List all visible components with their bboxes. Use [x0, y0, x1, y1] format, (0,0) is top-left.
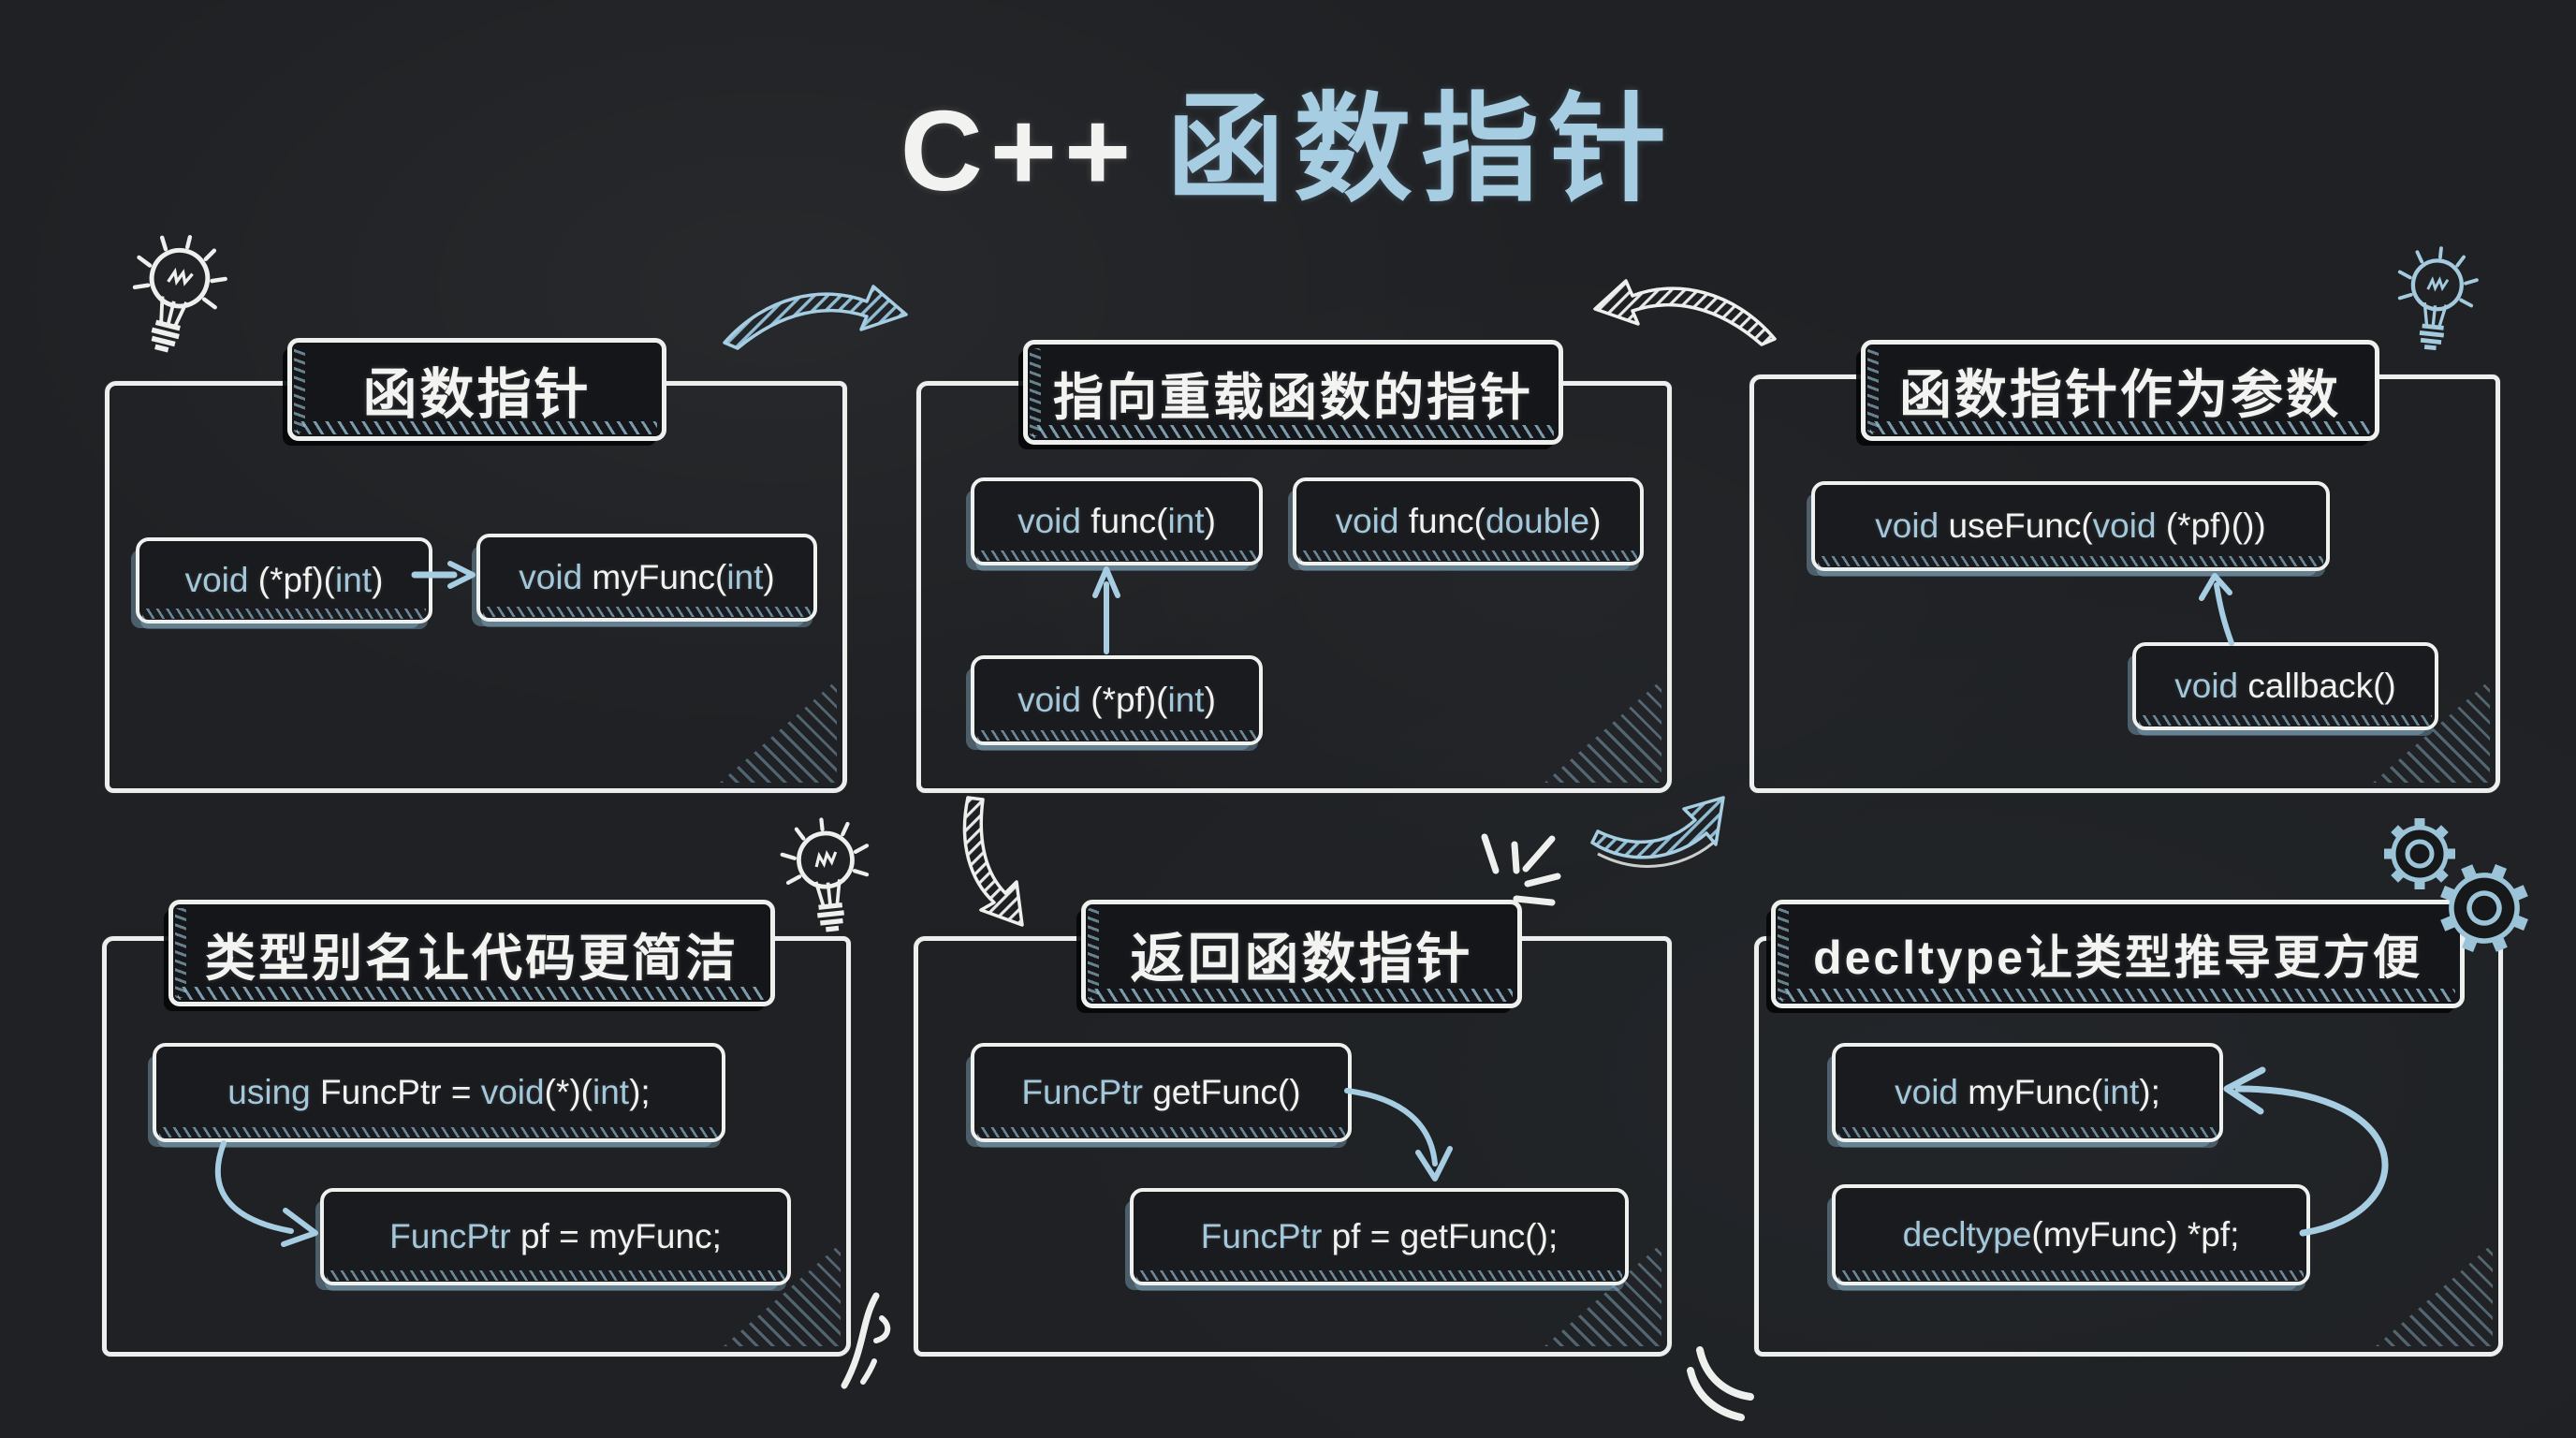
lightbulb-icon [2383, 241, 2488, 362]
code-box-alias-assignment: FuncPtr pf = myFunc; [320, 1188, 791, 1285]
title-chinese: 函数指针 [1166, 83, 1676, 215]
code-box-myfunc: void myFunc(int) [476, 534, 817, 622]
lightbulb-icon [768, 812, 886, 946]
code-text: void useFunc(void (*pf)()) [1875, 506, 2266, 545]
code-box-using-alias: using FuncPtr = void(*)(int); [153, 1043, 725, 1142]
tab-shadow-hatch [178, 987, 766, 1000]
sparkle-rays-icon [1481, 833, 1561, 906]
tab-shadow-hatch-left [294, 346, 305, 433]
curved-arrow-left-icon [1593, 279, 1777, 346]
code-box-getfunc-assignment: FuncPtr pf = getFunc(); [1130, 1188, 1629, 1285]
code-text: void myFunc(int) [519, 558, 775, 596]
tab-shadow-hatch-left [1030, 348, 1041, 436]
tab-shadow-hatch-left [1088, 908, 1099, 1000]
code-text: FuncPtr pf = getFunc(); [1200, 1217, 1559, 1255]
code-text: FuncPtr pf = myFunc; [389, 1217, 722, 1255]
panel-title-tab: 返回函数指针 [1081, 900, 1522, 1008]
box-shadow-hatch [483, 607, 811, 617]
title-cpp: C++ [900, 87, 1139, 214]
code-box-func-int: void func(int) [971, 477, 1263, 565]
arrow-up-icon [1092, 566, 1120, 654]
code-text: FuncPtr getFunc() [1021, 1073, 1301, 1111]
tab-shadow-hatch-left [175, 908, 186, 998]
code-box-pf-declaration: void (*pf)(int) [136, 537, 432, 624]
code-box-func-double: void func(double) [1293, 477, 1644, 565]
arrow-curved-down-icon [1344, 1088, 1453, 1181]
panel-title-tab: 类型别名让代码更简洁 [168, 900, 775, 1006]
arrow-curved-down-right-icon [214, 1140, 318, 1247]
tab-shadow-hatch-left [1867, 348, 1879, 433]
box-shadow-hatch [977, 1127, 1345, 1137]
code-text: void myFunc(int); [1895, 1073, 2160, 1111]
panel-overloaded-function-pointer: 指向重载函数的指针 void func(int) void func(doubl… [916, 340, 1672, 793]
panel-title-tab: 函数指针作为参数 [1861, 340, 2379, 441]
box-shadow-hatch [1299, 550, 1637, 561]
code-box-myfunc-decl: void myFunc(int); [1832, 1043, 2223, 1142]
panel-corner-hatch [1544, 680, 1661, 783]
code-text: decltype(myFunc) *pf; [1902, 1215, 2240, 1254]
code-box-usefunc: void useFunc(void (*pf)()) [1811, 481, 2330, 571]
panel-title: 返回函数指针 [1130, 929, 1473, 990]
panel-corner-hatch [2376, 1243, 2493, 1346]
double-curve-icon [1687, 1346, 1754, 1421]
panel-title: 类型别名让代码更简洁 [205, 930, 739, 987]
panel-type-alias: 类型别名让代码更简洁 using FuncPtr = void(*)(int);… [102, 900, 851, 1357]
tab-shadow-hatch [1870, 421, 2370, 434]
panel-decltype: decltype让类型推导更方便 void myFunc(int); declt… [1754, 900, 2503, 1357]
panel-function-pointer: 函数指针 void (*pf)(int) void myFunc(int) [105, 338, 847, 793]
panel-title: 函数指针作为参数 [1899, 364, 2341, 424]
curved-arrow-down-icon [962, 796, 1024, 927]
box-shadow-hatch [2139, 715, 2432, 726]
tab-shadow-hatch [1090, 989, 1513, 1002]
code-text: void func(int) [1017, 502, 1216, 540]
code-text: void func(double) [1335, 502, 1602, 540]
box-shadow-hatch [1818, 556, 2323, 566]
tab-shadow-hatch [1032, 425, 1554, 438]
panel-title: decltype让类型推导更方便 [1813, 932, 2422, 984]
code-box-getfunc: FuncPtr getFunc() [971, 1043, 1352, 1142]
panel-title: 指向重载函数的指针 [1053, 369, 1533, 426]
arrow-up-left-icon [2199, 573, 2234, 646]
code-box-callback: void callback() [2132, 642, 2438, 730]
lightbulb-icon [106, 221, 244, 373]
page-title: C++函数指针 [0, 54, 2576, 225]
panel-title-tab: 函数指针 [287, 338, 666, 441]
box-shadow-hatch [977, 550, 1256, 561]
squiggle-icon [841, 1292, 891, 1389]
box-shadow-hatch [327, 1270, 784, 1281]
curved-arrow-up-icon [1590, 796, 1725, 868]
code-box-pf-declaration: void (*pf)(int) [971, 655, 1263, 745]
tab-shadow-hatch [297, 421, 657, 434]
code-text: void (*pf)(int) [184, 561, 384, 599]
code-text: using FuncPtr = void(*)(int); [227, 1073, 651, 1111]
panel-title-tab: 指向重载函数的指针 [1023, 340, 1563, 445]
arrow-right-icon [411, 561, 476, 589]
tab-shadow-hatch [1780, 989, 2455, 1002]
gears-icon [2384, 818, 2528, 952]
curved-arrow-right-icon [723, 285, 908, 350]
box-shadow-hatch [1838, 1270, 2304, 1281]
box-shadow-hatch [977, 730, 1256, 741]
box-shadow-hatch [1838, 1127, 2217, 1137]
arrow-curved-left-icon [2223, 1066, 2389, 1237]
box-shadow-hatch [1136, 1270, 1622, 1281]
tab-shadow-hatch-left [1778, 908, 1789, 1000]
box-shadow-hatch [142, 609, 426, 619]
panel-title: 函数指针 [362, 364, 592, 425]
box-shadow-hatch [159, 1127, 719, 1137]
panel-corner-hatch [720, 680, 837, 783]
panel-return-function-pointer: 返回函数指针 FuncPtr getFunc() FuncPtr pf = ge… [914, 900, 1672, 1357]
code-text: void (*pf)(int) [1017, 681, 1216, 719]
code-text: void callback() [2174, 667, 2396, 705]
panel-function-pointer-as-parameter: 函数指针作为参数 void useFunc(void (*pf)()) void… [1749, 340, 2500, 793]
panel-title-tab: decltype让类型推导更方便 [1771, 900, 2465, 1008]
